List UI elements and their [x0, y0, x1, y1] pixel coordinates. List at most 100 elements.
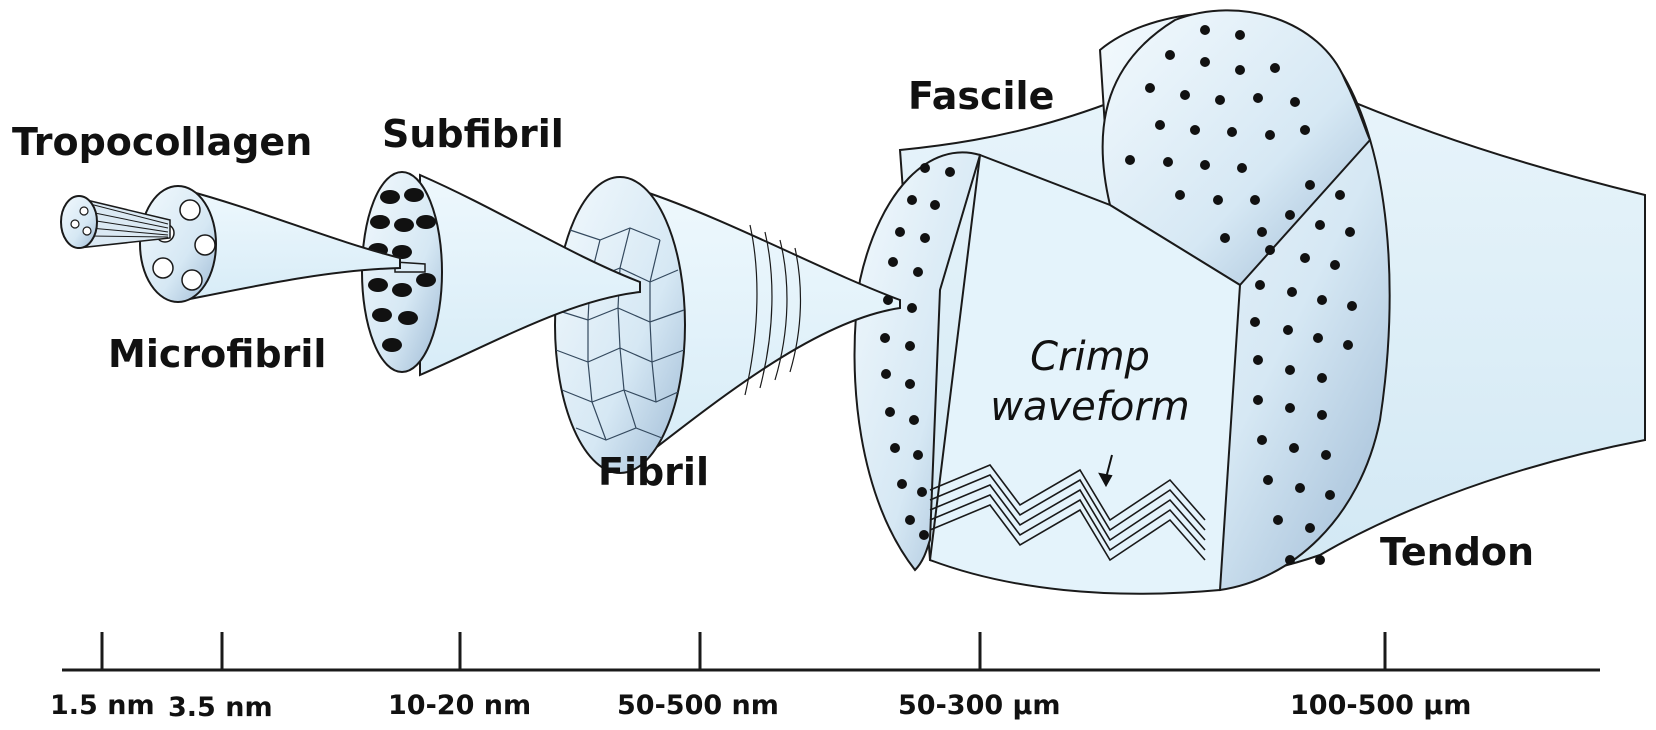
fiber-dot: [1283, 325, 1293, 335]
fiber-dot: [883, 295, 893, 305]
fibril-cone-lines: [744, 224, 802, 396]
fiber-dot: [1215, 95, 1225, 105]
fiber-dot: [1235, 65, 1245, 75]
fiber-dot: [1235, 30, 1245, 40]
fiber-dot: [1317, 295, 1327, 305]
subfibril-cone: [419, 173, 641, 377]
fiber-dot: [1343, 340, 1353, 350]
fiber-dot: [890, 443, 900, 453]
fiber-dot: [1273, 515, 1283, 525]
label-tendon: Tendon: [1380, 530, 1535, 574]
fiber-dot: [1257, 435, 1267, 445]
fiber-dot: [1257, 227, 1267, 237]
tick-label-2: 3.5 nm: [168, 692, 273, 723]
fiber-dot: [905, 379, 915, 389]
fiber-dot: [1345, 227, 1355, 237]
fiber-dot: [1200, 25, 1210, 35]
tick-label-1: 1.5 nm: [50, 690, 155, 721]
fiber-dot: [1317, 410, 1327, 420]
fiber-dot: [1313, 333, 1323, 343]
fiber-dot: [1300, 125, 1310, 135]
fiber-dot: [1285, 555, 1295, 565]
tendon-lobe-top: [1101, 9, 1372, 287]
crimp-waveform: [929, 464, 1206, 562]
fiber-dot: [1321, 450, 1331, 460]
fiber-dot: [1335, 190, 1345, 200]
fiber-dot: [880, 333, 890, 343]
fiber-dot: [905, 341, 915, 351]
fascicle-cap: [853, 151, 982, 572]
fiber-dot: [1237, 163, 1247, 173]
fiber-dot: [1347, 301, 1357, 311]
fiber-dot: [1315, 220, 1325, 230]
fiber-dot: [913, 267, 923, 277]
label-fascile: Fascile: [908, 74, 1055, 118]
fiber-dot: [1200, 160, 1210, 170]
fiber-dot: [895, 227, 905, 237]
fiber-dots: [880, 25, 1357, 565]
fiber-dot: [907, 303, 917, 313]
fibril-cone: [639, 188, 901, 463]
fiber-dot: [1155, 120, 1165, 130]
fiber-dot: [1163, 157, 1173, 167]
label-fibril: Fibril: [598, 450, 709, 494]
tick-label-5: 50-300 µm: [898, 690, 1061, 721]
scale-ticks: [100, 632, 1387, 670]
fiber-dot: [1317, 373, 1327, 383]
fiber-dot: [1287, 287, 1297, 297]
fiber-dot: [1190, 125, 1200, 135]
fiber-dot: [1200, 57, 1210, 67]
fiber-dot: [1295, 483, 1305, 493]
fiber-dot: [1300, 253, 1310, 263]
fiber-dot: [1270, 63, 1280, 73]
fiber-dot: [885, 407, 895, 417]
fiber-dot: [1265, 245, 1275, 255]
crimp-line-2: waveform: [990, 384, 1190, 430]
fiber-dot: [1305, 523, 1315, 533]
fiber-dot: [1165, 50, 1175, 60]
crimp-arrow-icon: [1098, 454, 1113, 488]
fiber-dot: [1290, 97, 1300, 107]
fiber-dot: [1125, 155, 1135, 165]
microfibril-cone: [184, 188, 401, 302]
label-microfibril: Microfibril: [108, 332, 327, 376]
fiber-dot: [1255, 280, 1265, 290]
fiber-dot: [1289, 443, 1299, 453]
fiber-dot: [913, 450, 923, 460]
fiber-dot: [1250, 317, 1260, 327]
fiber-dot: [907, 195, 917, 205]
crimp-line-1: Crimp: [1030, 334, 1150, 380]
fiber-dot: [919, 530, 929, 540]
fiber-dot: [1265, 130, 1275, 140]
fascicle-block: [928, 153, 1242, 595]
fiber-dot: [1285, 403, 1295, 413]
subfibril-dots: [368, 188, 436, 352]
label-subfibril: Subfibril: [382, 112, 564, 156]
fiber-dot: [1145, 83, 1155, 93]
fiber-dot: [1253, 395, 1263, 405]
tick-label-6: 100-500 µm: [1290, 690, 1472, 721]
fiber-dot: [905, 515, 915, 525]
label-tropocollagen: Tropocollagen: [12, 120, 313, 164]
fiber-dot: [1325, 490, 1335, 500]
tick-label-4: 50-500 nm: [617, 690, 779, 721]
fiber-dot: [1315, 555, 1325, 565]
fiber-dot: [930, 200, 940, 210]
fiber-dot: [1285, 210, 1295, 220]
fiber-dot: [1285, 365, 1295, 375]
fiber-dot: [920, 233, 930, 243]
fiber-dot: [920, 163, 930, 173]
fibril-cross-section: [554, 176, 686, 474]
fiber-dot: [897, 479, 907, 489]
fiber-dot: [1227, 127, 1237, 137]
fiber-dot: [917, 487, 927, 497]
fiber-dot: [1263, 475, 1273, 485]
fiber-dot: [888, 257, 898, 267]
fiber-dot: [1220, 233, 1230, 243]
fiber-dot: [1330, 260, 1340, 270]
fiber-dot: [1213, 195, 1223, 205]
fiber-dot: [909, 415, 919, 425]
fiber-dot: [1253, 355, 1263, 365]
fiber-dot: [945, 167, 955, 177]
